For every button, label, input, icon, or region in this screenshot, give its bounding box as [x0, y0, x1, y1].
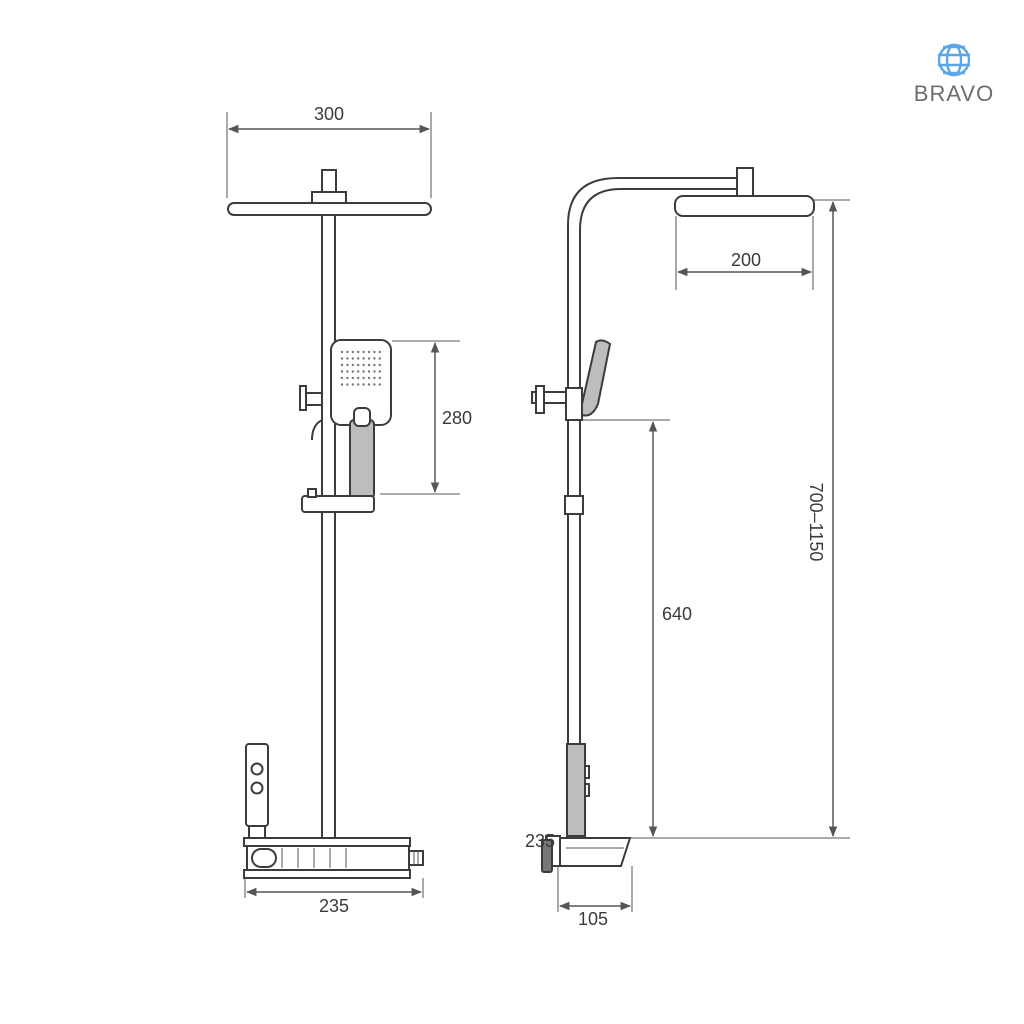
dim-label-bar-height: 640 — [662, 604, 692, 624]
nozzle-dot — [357, 376, 360, 380]
bar-joint — [564, 495, 584, 515]
nozzle-dot — [351, 383, 354, 386]
nozzle-dot — [346, 370, 349, 373]
nozzle-dot — [373, 383, 376, 386]
hand-shower — [330, 339, 392, 499]
nozzle-dot — [367, 363, 371, 367]
nozzle-dot — [362, 383, 365, 386]
dimension-head-depth: 200 — [675, 216, 814, 290]
nozzle-dot — [357, 370, 360, 373]
nozzle-dot — [362, 370, 365, 373]
nozzle-dot — [367, 350, 371, 354]
bracket-knob — [307, 488, 317, 498]
dim-label-head-width: 300 — [314, 104, 344, 124]
nozzle-grid — [340, 350, 381, 386]
dim-label-body-depth: 105 — [578, 909, 608, 929]
nozzle-dot — [362, 357, 365, 360]
mixer-body-side — [541, 835, 632, 873]
rain-shower-head — [227, 202, 432, 216]
brand-name: BRAVO — [914, 81, 994, 106]
nozzle-dot — [346, 350, 349, 354]
dimension-body-width: 235 — [244, 878, 424, 916]
slide-bracket — [301, 495, 375, 513]
nozzle-dot — [346, 357, 349, 360]
dim-label-small: 235 — [525, 831, 555, 851]
diverter-valve-side — [531, 339, 612, 421]
arm-head-connector — [736, 167, 754, 199]
dimension-bar-height: 640 — [583, 419, 692, 838]
brand-logo: BRAVO — [914, 43, 994, 106]
nozzle-dot — [378, 350, 381, 354]
nozzle-dot — [367, 376, 371, 380]
nozzle-dot — [362, 376, 365, 380]
nozzle-dot — [373, 350, 376, 354]
side-view: 200 640 — [525, 167, 850, 929]
hand-shower-side — [581, 339, 612, 417]
upper-bar — [567, 419, 581, 497]
nozzle-dot — [362, 350, 365, 354]
nozzle-dot — [357, 383, 360, 386]
holder-button-1 — [584, 765, 590, 779]
nozzle-dot — [340, 376, 344, 380]
dimension-head-width: 300 — [226, 104, 432, 198]
nozzle-dot — [378, 383, 381, 386]
diverter-valve — [299, 385, 323, 441]
dim-label-total-height: 700–1150 — [806, 483, 826, 562]
nozzle-dot — [346, 363, 349, 367]
nozzle-dot — [367, 357, 371, 360]
nozzle-dot — [378, 370, 381, 373]
bidet-sprayer — [245, 743, 269, 839]
nozzle-dot — [367, 370, 371, 373]
nozzle-dot — [340, 357, 344, 360]
nozzle-dot — [351, 370, 354, 373]
nozzle-dot — [373, 357, 376, 360]
nozzle-dot — [351, 376, 354, 380]
nozzle-dot — [357, 363, 360, 367]
nozzle-dot — [373, 363, 376, 367]
nozzle-dot — [378, 376, 381, 380]
dim-label-body-width: 235 — [319, 896, 349, 916]
dimension-hand-shower: 280 — [380, 340, 472, 495]
riser-pipe — [321, 214, 336, 840]
mixer-body — [243, 837, 424, 879]
nozzle-dot — [367, 383, 371, 386]
nozzle-dot — [340, 370, 344, 373]
nozzle-dot — [346, 383, 349, 386]
lower-bar — [567, 513, 581, 745]
dimension-body-depth: 105 — [557, 866, 633, 929]
nozzle-dot — [362, 363, 365, 367]
nozzle-dot — [373, 376, 376, 380]
front-view: 300 280 — [226, 104, 472, 916]
dim-label-head-depth: 200 — [731, 250, 761, 270]
head-connector — [321, 169, 337, 195]
nozzle-dot — [351, 357, 354, 360]
globe-icon — [937, 43, 971, 77]
nozzle-dot — [340, 363, 344, 367]
dimension-total-height: 700–1150 — [630, 199, 850, 839]
nozzle-dot — [373, 370, 376, 373]
nozzle-dot — [357, 350, 360, 354]
nozzle-dot — [378, 357, 381, 360]
nozzle-dot — [351, 350, 354, 354]
nozzle-dot — [351, 363, 354, 367]
rain-shower-head-side — [674, 195, 815, 217]
nozzle-dot — [346, 376, 349, 380]
nozzle-dot — [340, 350, 344, 354]
holder-button-2 — [584, 783, 590, 797]
nozzle-dot — [378, 363, 381, 367]
nozzle-dot — [340, 383, 344, 386]
bidet-holder-side — [566, 743, 586, 837]
nozzle-dot — [357, 357, 360, 360]
dim-label-hand-shower-height: 280 — [442, 408, 472, 428]
